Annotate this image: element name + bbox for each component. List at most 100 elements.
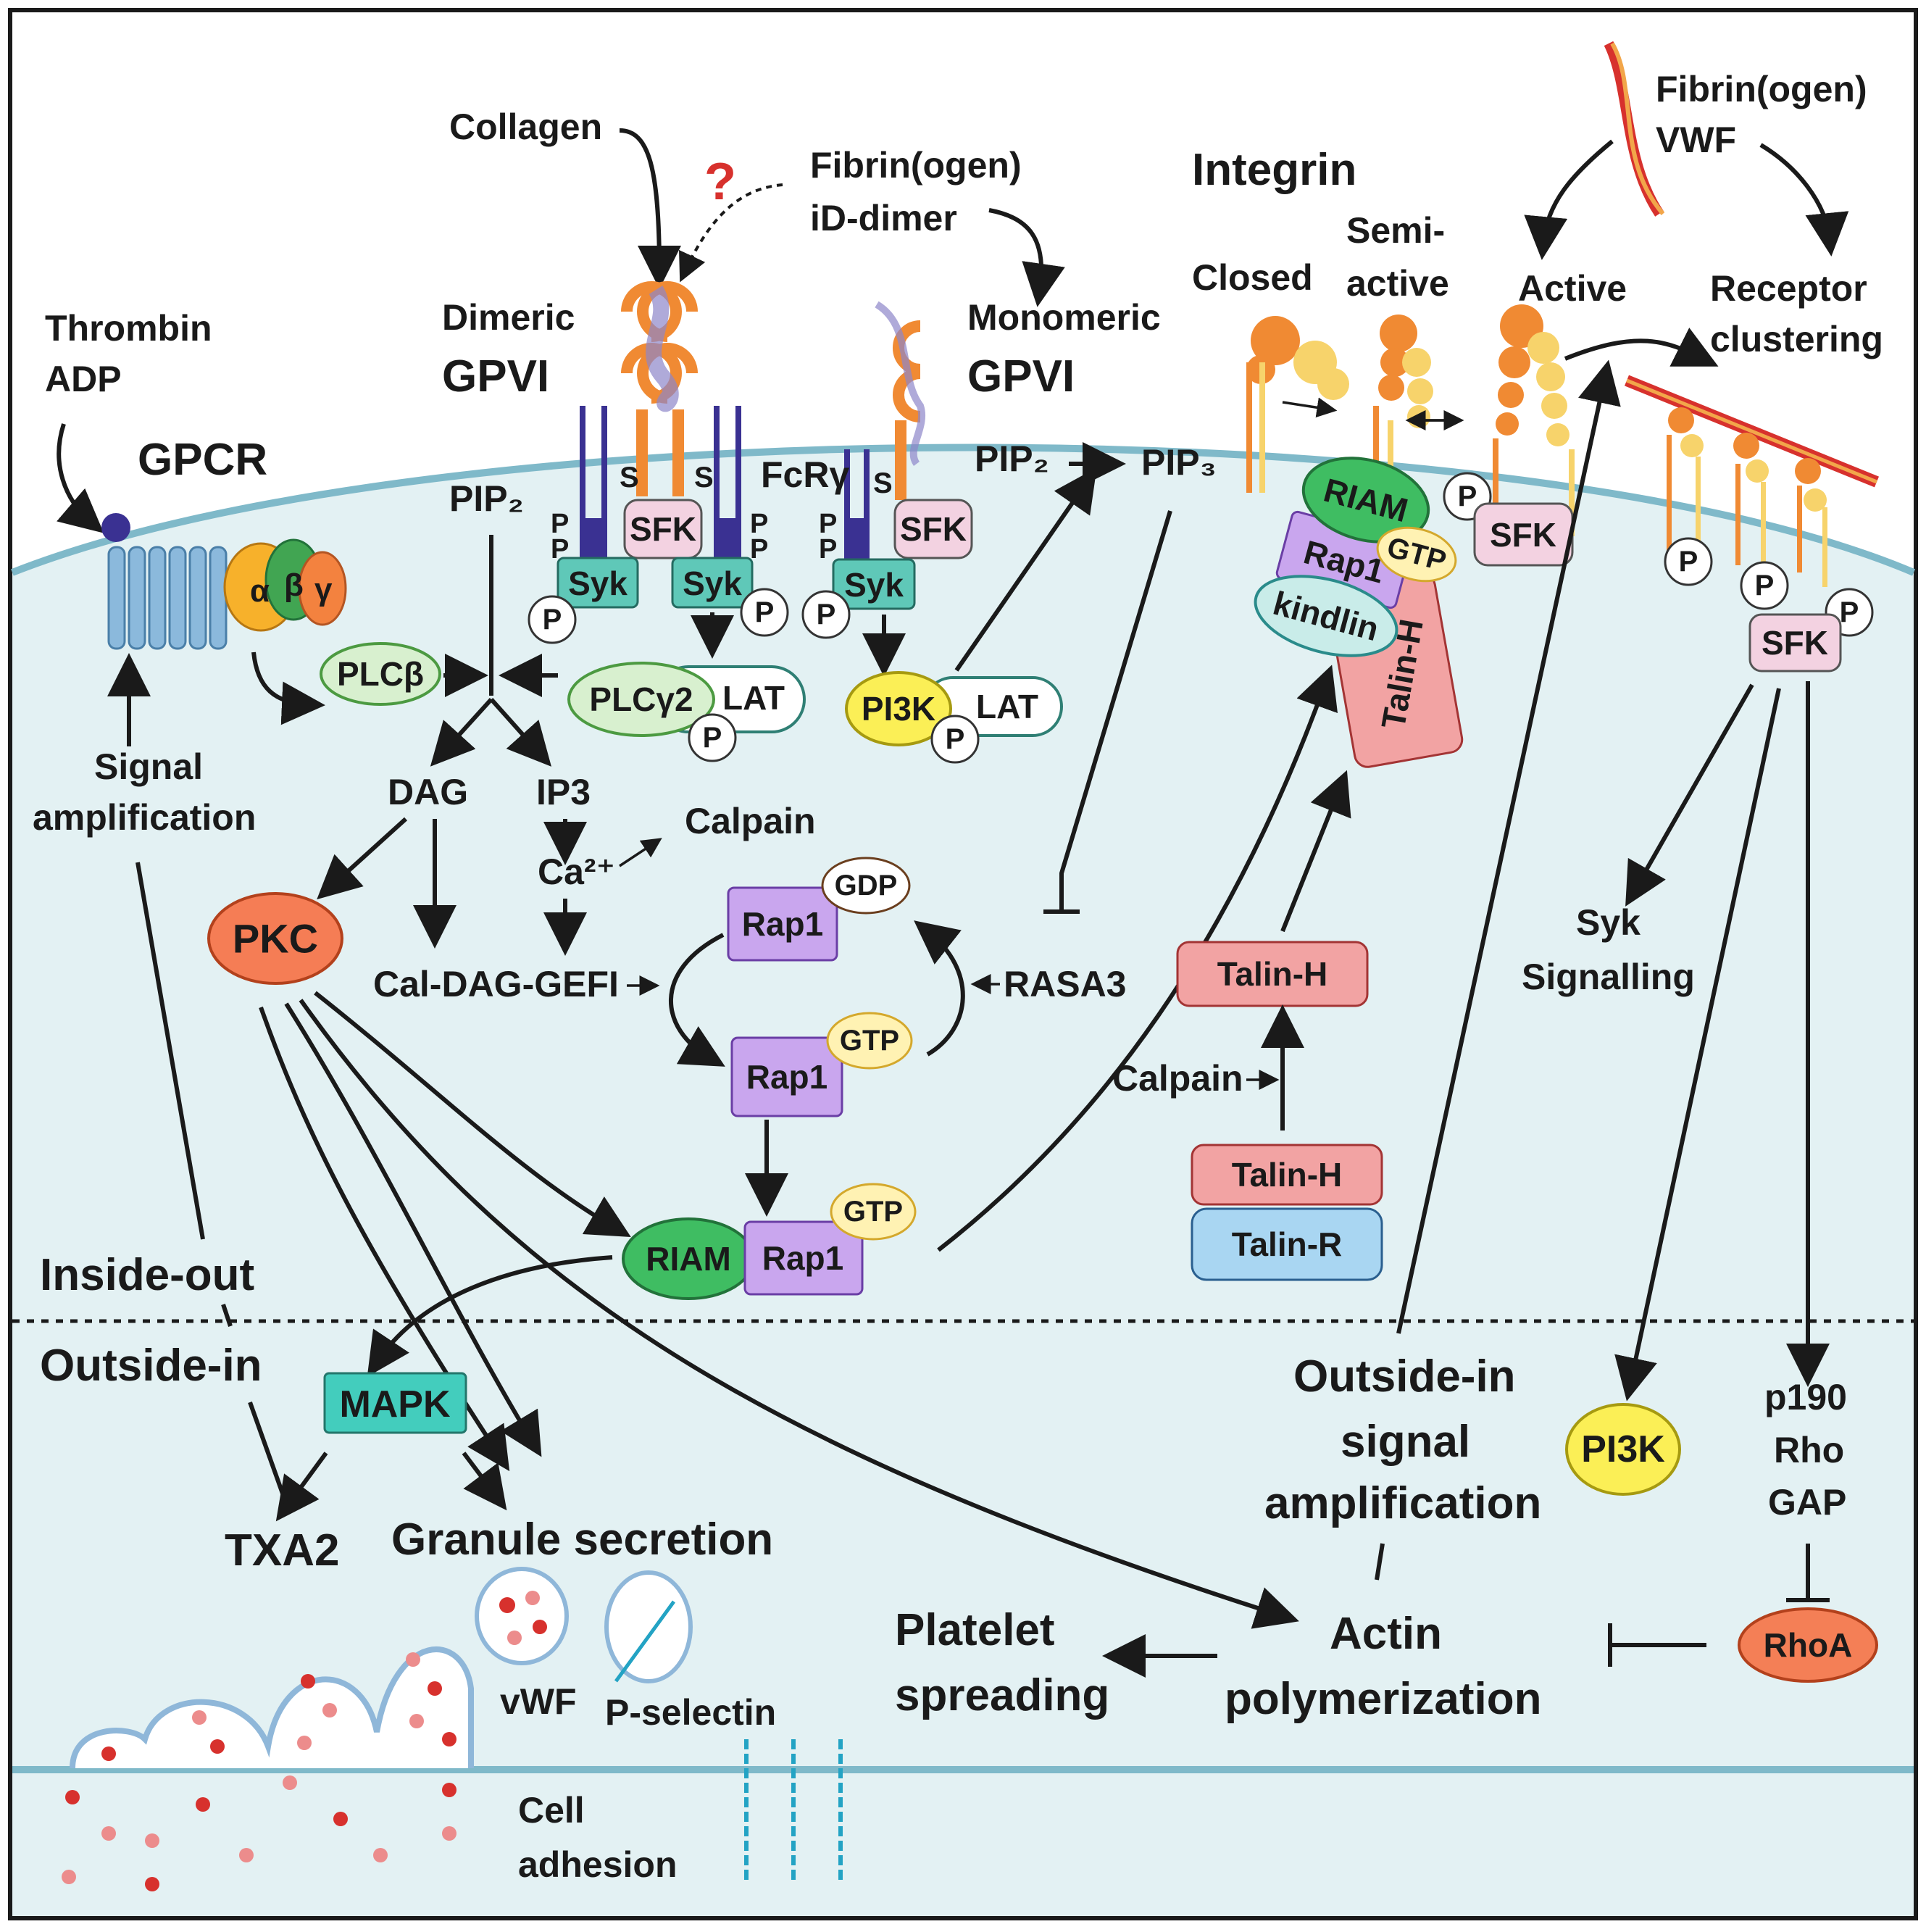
- calpain-top-label: Calpain: [685, 801, 816, 841]
- question-mark: ?: [704, 153, 736, 211]
- ip3-label: IP3: [536, 772, 591, 812]
- fcry-label: FcRγ: [761, 454, 849, 495]
- syk-dimeric-right: [671, 557, 754, 609]
- pselectin-label: P-selectin: [605, 1692, 776, 1733]
- mapk-node: [323, 1372, 467, 1434]
- syk-dimeric-right-label: Syk: [683, 565, 742, 602]
- adp-label: ADP: [45, 359, 122, 399]
- pselectin-granule: [604, 1570, 693, 1683]
- syk-dimeric-left-label: Syk: [568, 565, 628, 602]
- integrin-closed: [1246, 316, 1349, 493]
- pi3k-lower-node: [1565, 1403, 1681, 1496]
- cytoplasm: [12, 447, 1914, 1916]
- pkc-node: [207, 892, 343, 985]
- plcg2-label: PLCγ2: [589, 680, 693, 718]
- sfk-integrin-label: SFK: [1490, 516, 1556, 554]
- rhoa-node: [1738, 1607, 1878, 1683]
- disulfide-s3: S: [873, 467, 893, 499]
- p-cluster-2: [1740, 561, 1789, 610]
- gtp-lower-label: GTP: [843, 1196, 903, 1228]
- p-syk-right: [740, 588, 789, 637]
- syk-signalling-line2: Signalling: [1522, 957, 1695, 997]
- fibrinogen-did-line1: Fibrin(ogen): [810, 145, 1022, 186]
- fibrin-vwf-line2: VWF: [1656, 120, 1736, 160]
- talin-r: [1191, 1207, 1383, 1281]
- gamma-subunit-label: γ: [314, 572, 333, 607]
- semi-active-line1: Semi-: [1346, 210, 1445, 251]
- signal-amp-line2: amplification: [33, 797, 256, 838]
- rhoa-label: RhoA: [1764, 1626, 1853, 1664]
- thrombin-label: Thrombin: [45, 308, 212, 349]
- talin-h-inactive: [1191, 1144, 1383, 1206]
- gtp-node-lower: [830, 1183, 917, 1241]
- syk-monomeric: [832, 558, 916, 610]
- p-lat-right: [930, 715, 980, 764]
- calcium-label: Ca²⁺: [538, 852, 615, 892]
- itam-p5: P: [819, 509, 837, 539]
- gpvi-right-label: GPVI: [967, 351, 1075, 401]
- lat-right-label: LAT: [976, 688, 1038, 725]
- calpain-mid-label: Calpain: [1112, 1058, 1243, 1099]
- gtp-integrin-node: [1376, 526, 1457, 583]
- syk-signalling-line1: Syk: [1576, 902, 1641, 943]
- integrin-label: Integrin: [1192, 145, 1356, 195]
- oi-amplification-line1: Outside-in: [1293, 1352, 1516, 1402]
- p-cluster-1-label: P: [1679, 546, 1698, 578]
- p190-line3: GAP: [1768, 1482, 1846, 1523]
- p-syk-left-label: P: [543, 604, 562, 636]
- g-protein: α β γ: [223, 538, 347, 632]
- gtp-mid-label: GTP: [840, 1025, 899, 1057]
- platelet-spreading-line2: spreading: [895, 1670, 1109, 1720]
- pip3-label: PIP₃: [1141, 442, 1217, 483]
- pkc-label: PKC: [233, 916, 318, 962]
- riam-lower-label: RIAM: [646, 1240, 731, 1278]
- ligand-dot: [101, 513, 130, 542]
- monomeric-label: Monomeric: [967, 297, 1161, 338]
- semi-active-line2: active: [1346, 263, 1449, 304]
- beta-subunit-label: β: [284, 567, 304, 603]
- cell-adhesion-line2: adhesion: [518, 1844, 677, 1885]
- plcb-label: PLCβ: [337, 655, 424, 693]
- caldag-gefi-label: Cal-DAG-GEFI: [373, 964, 619, 1004]
- p-integrin-active-label: P: [1458, 480, 1477, 512]
- outside-in-label: Outside-in: [40, 1341, 262, 1391]
- integrin-cluster: [1624, 375, 1880, 587]
- collagen-label: Collagen: [449, 107, 602, 147]
- gpcr-label: GPCR: [138, 435, 267, 485]
- p-syk-monomeric: [801, 590, 851, 639]
- gpvi-left-label: GPVI: [442, 351, 549, 401]
- cell-adhesion-line1: Cell: [518, 1790, 585, 1831]
- kindlin-node: [1254, 575, 1398, 657]
- exocytosis-membrane: [62, 1646, 474, 1891]
- fibrinogen-did-line2: iD-dimer: [810, 198, 957, 238]
- p-cluster-1: [1664, 537, 1713, 586]
- p190-line2: Rho: [1774, 1430, 1844, 1470]
- itam-p6: P: [819, 534, 837, 565]
- p-lat-right-label: P: [946, 723, 965, 755]
- oi-amplification-line3: amplification: [1264, 1478, 1541, 1528]
- rap1-gdp-box: [727, 886, 838, 962]
- talin-h-active-label: Talin-H: [1217, 955, 1327, 993]
- gtp-node-mid: [826, 1012, 913, 1070]
- syk-monomeric-label: Syk: [844, 566, 904, 604]
- talin-h-inactive-label: Talin-H: [1232, 1156, 1342, 1194]
- mapk-label: MAPK: [339, 1383, 451, 1425]
- syk-dimeric-left: [556, 557, 639, 609]
- rap1-gdp-label: Rap1: [742, 905, 823, 943]
- inside-out-label: Inside-out: [40, 1250, 254, 1300]
- plcb-node: [320, 642, 441, 706]
- active-label: Active: [1518, 268, 1627, 309]
- extracellular-bottom: [12, 1773, 1914, 1916]
- granule-secretion-label: Granule secretion: [391, 1515, 773, 1565]
- p-syk-monomeric-label: P: [817, 599, 836, 630]
- txa2-label: TXA2: [225, 1525, 339, 1575]
- gdp-node: [821, 857, 911, 915]
- gdp-label: GDP: [835, 870, 898, 902]
- rap1-riam-box: [743, 1220, 864, 1296]
- sfk-cluster-label: SFK: [1762, 624, 1828, 662]
- plasma-membrane-top: [11, 444, 1915, 576]
- receptor-clustering-line2: clustering: [1710, 319, 1883, 359]
- vwf-granule: [475, 1567, 569, 1665]
- itam-p1: P: [551, 509, 569, 539]
